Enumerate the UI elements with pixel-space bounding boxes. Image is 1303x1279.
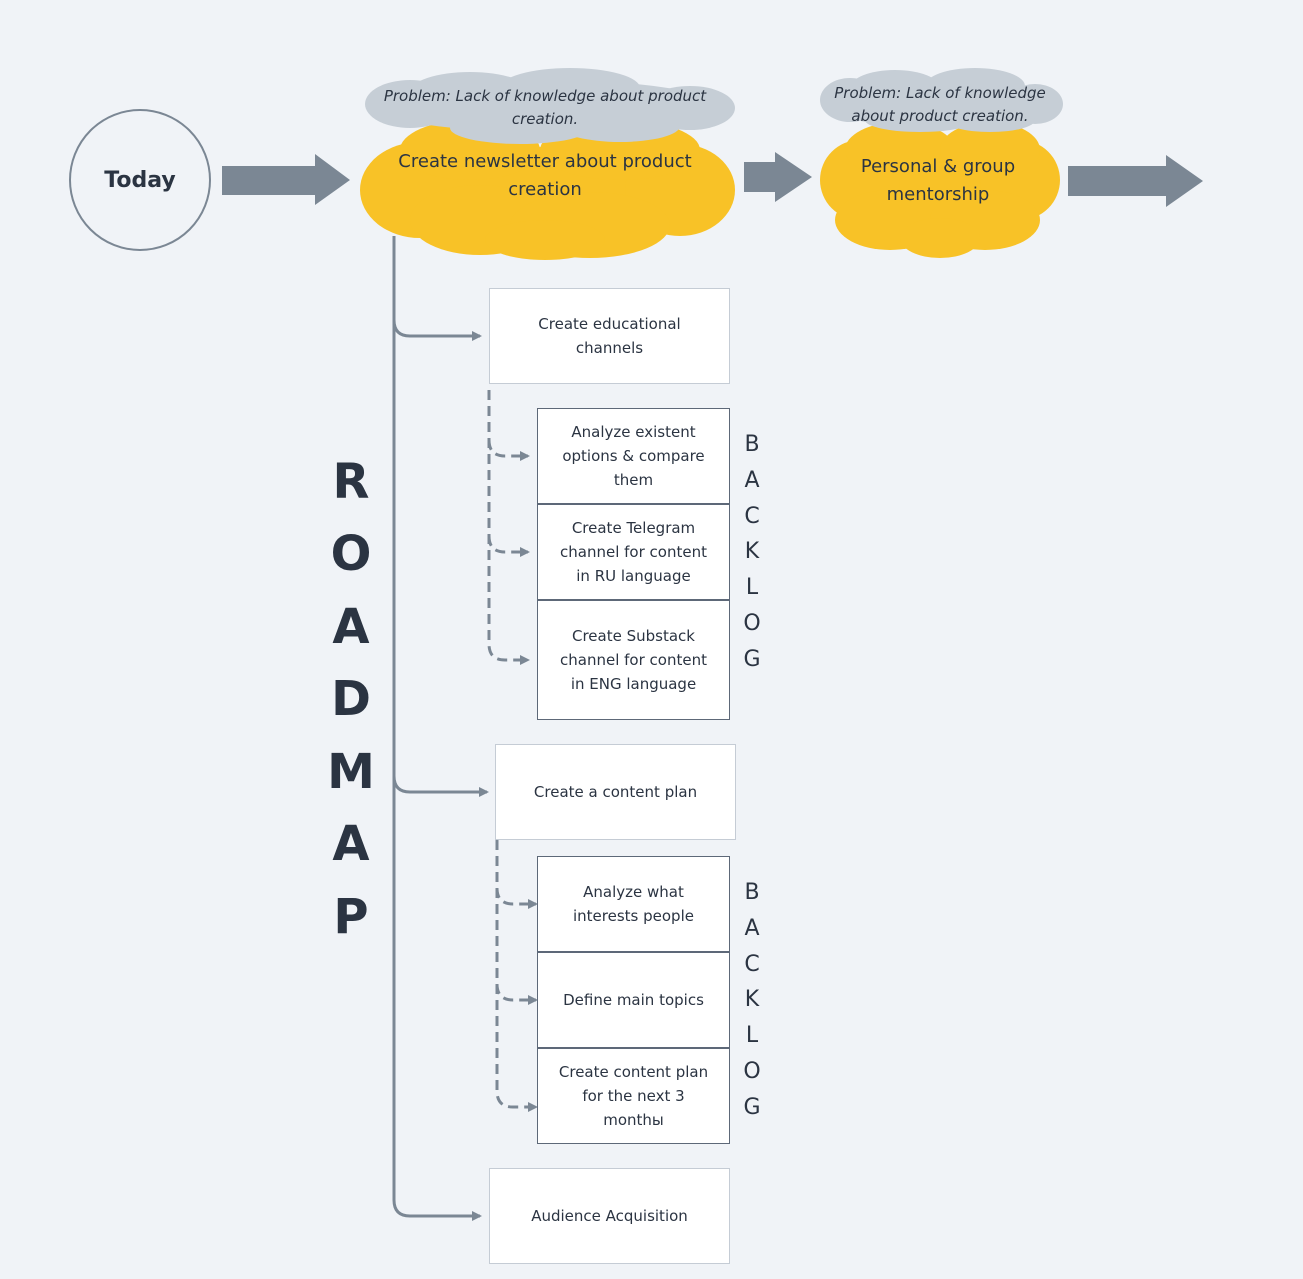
backlog-letter: B	[744, 880, 760, 905]
task-box-educational-channels[interactable]: Create educational channels	[489, 288, 730, 384]
backlog-item[interactable]: Analyze what interests people	[537, 856, 730, 952]
backlog-letter: L	[745, 1023, 759, 1048]
backlog-letter: K	[744, 539, 760, 564]
roadmap-letter: R	[332, 454, 370, 510]
backlog-letter: K	[744, 987, 760, 1012]
backlog-item-label: Create Telegram channel for content in R…	[560, 519, 707, 585]
problem-text-2: Problem: Lack of knowledge about product…	[834, 84, 1046, 125]
connector-task-2	[392, 775, 489, 797]
goal-title-2[interactable]: Personal & group mentorship	[860, 156, 1016, 205]
flow-arrow-3	[1068, 155, 1203, 207]
task-title: Audience Acquisition	[531, 1207, 688, 1225]
goal-title-1[interactable]: Create newsletter about product creation	[398, 151, 692, 200]
backlog-item-label: Analyze what interests people	[573, 883, 694, 925]
backlog-letter: C	[744, 952, 760, 977]
problem-text-1: Problem: Lack of knowledge about product…	[383, 87, 707, 128]
roadmap-letter: D	[331, 671, 371, 727]
backlog-connectors-2	[495, 840, 538, 1112]
roadmap-letter: P	[333, 889, 369, 945]
problem-cloud-1	[365, 68, 735, 144]
backlog-item[interactable]: Analyze existent options & compare them	[537, 408, 730, 504]
backlog-letter: L	[745, 575, 759, 600]
today-label: Today	[104, 167, 176, 193]
backlog-item-label: Analyze existent options & compare them	[562, 423, 705, 489]
backlog-item-label: Create Substack channel for content in E…	[560, 627, 707, 693]
flow-arrow-1	[222, 154, 350, 205]
backlog-letter: O	[743, 1059, 761, 1084]
backlog-item[interactable]: Create content plan for the next 3 month…	[537, 1048, 730, 1144]
backlog-letter: A	[744, 916, 760, 941]
roadmap-spine	[392, 236, 482, 1221]
task-box-content-plan[interactable]: Create a content plan	[495, 744, 736, 840]
goal-cloud-1	[360, 120, 735, 260]
task-title: Create educational channels	[538, 315, 681, 357]
backlog-letter: C	[744, 504, 760, 529]
today-node[interactable]: Today	[69, 109, 211, 251]
roadmap-letter: A	[332, 816, 370, 872]
connector-task-1	[392, 319, 482, 341]
roadmap-letter: A	[332, 599, 370, 655]
backlog-letter: O	[743, 611, 761, 636]
task-title: Create a content plan	[533, 783, 698, 801]
problem-cloud-2	[820, 68, 1063, 132]
backlog-item[interactable]: Create Telegram channel for content in R…	[537, 504, 730, 600]
flow-arrow-2	[744, 152, 812, 202]
roadmap-letter: O	[330, 526, 372, 582]
backlog-letter: B	[744, 432, 760, 457]
backlog-item-label: Define main topics	[563, 991, 704, 1009]
backlog-item-label: Create content plan for the next 3 month…	[558, 1063, 709, 1129]
goal-cloud-2	[820, 122, 1060, 258]
backlog-item[interactable]: Create Substack channel for content in E…	[537, 600, 730, 720]
task-box-audience-acquisition[interactable]: Audience Acquisition	[489, 1168, 730, 1264]
backlog-connectors-1	[487, 390, 530, 665]
backlog-letter: G	[743, 1095, 761, 1120]
backlog-letter: G	[743, 647, 761, 672]
backlog-letter: A	[744, 468, 760, 493]
roadmap-letter: M	[327, 744, 375, 800]
backlog-item[interactable]: Define main topics	[537, 952, 730, 1048]
